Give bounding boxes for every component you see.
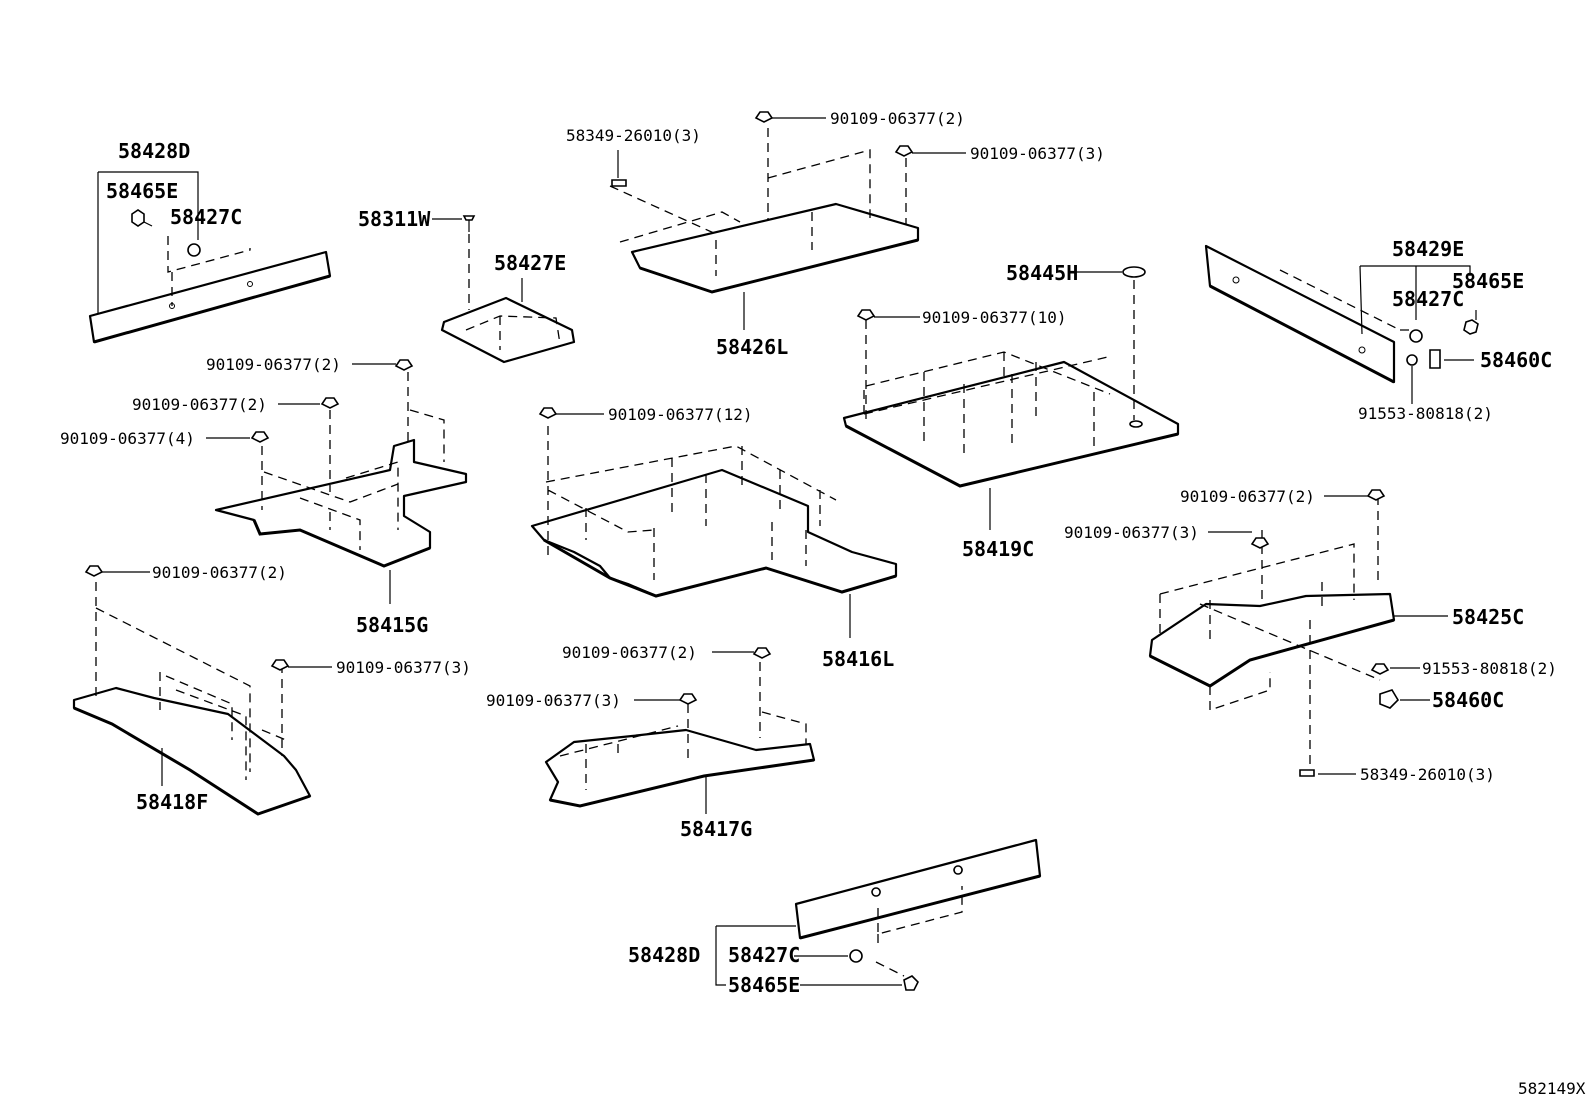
panel-58418F (72, 565, 332, 816)
trim-panel-58428D-lower (715, 838, 1042, 991)
label-58465E-c: 58465E (728, 973, 800, 997)
label-58415G: 58415G (356, 613, 428, 637)
label-90109-3-c: 90109-06377(3) (486, 691, 621, 710)
label-58349-26010-b: 58349-26010(3) (1360, 765, 1495, 784)
label-58445H: 58445H (1006, 261, 1078, 285)
label-58418F: 58418F (136, 790, 208, 814)
label-58465E-a: 58465E (106, 179, 178, 203)
label-90109-2-d: 90109-06377(2) (152, 563, 287, 582)
label-58428D-b: 58428D (628, 943, 700, 967)
label-90109-2-e: 90109-06377(2) (562, 643, 697, 662)
label-90109-10: 90109-06377(10) (922, 308, 1067, 327)
label-58427C-a: 58427C (170, 205, 242, 229)
label-90109-12: 90109-06377(12) (608, 405, 753, 424)
label-58426L: 58426L (716, 335, 788, 359)
label-58427C-b: 58427C (1392, 287, 1464, 311)
label-90109-2-c: 90109-06377(2) (132, 395, 267, 414)
pad-58427E (440, 278, 576, 364)
panel-58425C (1148, 489, 1448, 777)
label-90109-2-b: 90109-06377(2) (206, 355, 341, 374)
panel-58415G (206, 359, 468, 604)
label-90109-4: 90109-06377(4) (60, 429, 195, 448)
label-90109-3-a: 90109-06377(3) (970, 144, 1105, 163)
panel-58417G (544, 647, 816, 814)
label-58429E: 58429E (1392, 237, 1464, 261)
trim-panel-58428D-upper (88, 171, 332, 344)
label-58460C-b: 58460C (1432, 688, 1504, 712)
trim-panel-58429E (1204, 244, 1479, 404)
label-58416L: 58416L (822, 647, 894, 671)
label-90109-3-b: 90109-06377(3) (336, 658, 471, 677)
label-58311W: 58311W (358, 207, 431, 231)
diagram-id: 582149X (1518, 1079, 1586, 1098)
label-58419C: 58419C (962, 537, 1034, 561)
label-58349-26010-a: 58349-26010(3) (566, 126, 701, 145)
panel-58416L (530, 407, 898, 638)
label-58425C: 58425C (1452, 605, 1524, 629)
label-58427C-c: 58427C (728, 943, 800, 967)
label-90109-2-f: 90109-06377(2) (1180, 487, 1315, 506)
label-90109-2-a: 90109-06377(2) (830, 109, 965, 128)
label-91553-80818-b: 91553-80818(2) (1422, 659, 1557, 678)
label-90109-3-d: 90109-06377(3) (1064, 523, 1199, 542)
label-91553-80818-a: 91553-80818(2) (1358, 404, 1493, 423)
panel-58419C (842, 266, 1180, 530)
clip-58311W (432, 215, 476, 310)
label-58417G: 58417G (680, 817, 752, 841)
label-58465E-b: 58465E (1452, 269, 1524, 293)
label-58428D-a: 58428D (118, 139, 190, 163)
panel-58426L (609, 111, 966, 330)
label-58460C-a: 58460C (1480, 348, 1552, 372)
label-58427E: 58427E (494, 251, 566, 275)
